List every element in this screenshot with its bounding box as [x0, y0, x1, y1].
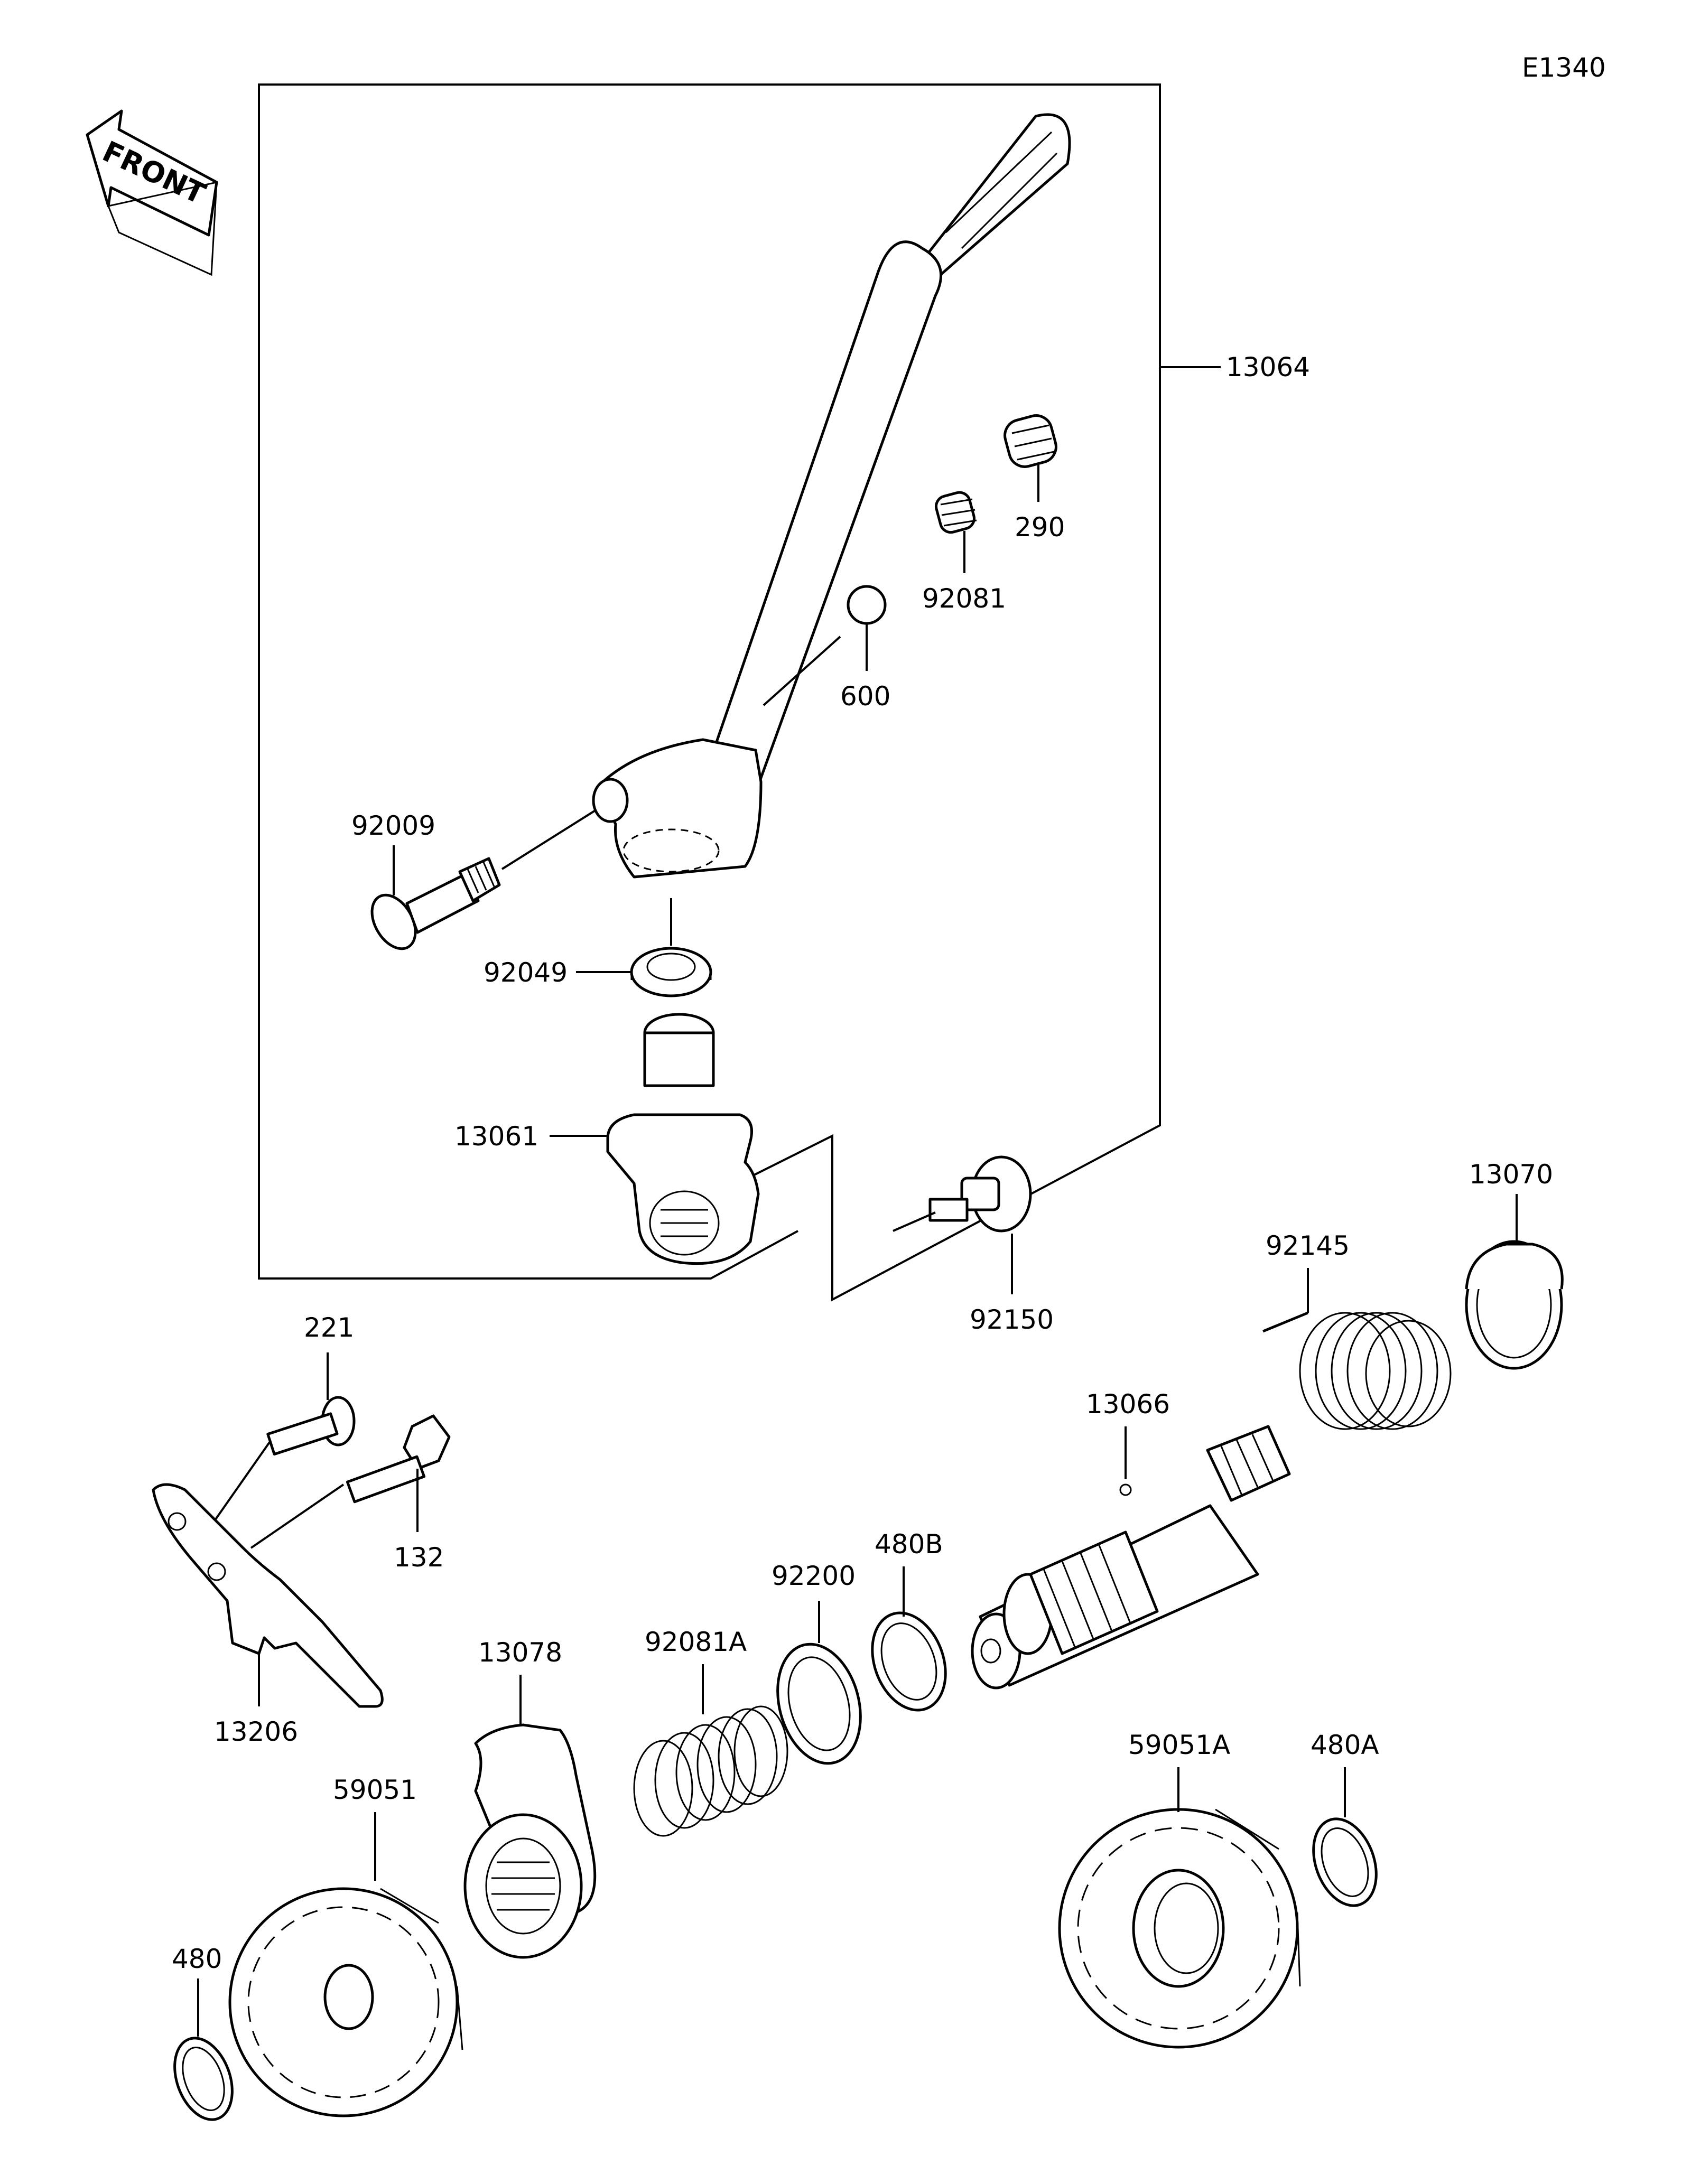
set-screw-290 [1004, 414, 1057, 468]
label-13206: 13206 [214, 1716, 298, 1747]
ratchet-13078 [463, 1723, 597, 1959]
screw-221 [266, 1396, 356, 1456]
gear-59051A [1058, 1808, 1301, 2049]
bolt-132 [346, 1414, 451, 1504]
label-221: 221 [304, 1312, 354, 1343]
label-13078: 13078 [478, 1637, 562, 1668]
label-92145: 92145 [1266, 1230, 1350, 1261]
label-92049: 92049 [484, 957, 568, 988]
collar-13070 [1465, 1240, 1564, 1370]
bolt-92009 [370, 857, 501, 950]
circlip-480 [173, 2037, 234, 2121]
label-59051A: 59051A [1128, 1730, 1230, 1760]
label-13066: 13066 [1086, 1389, 1170, 1420]
front-arrow-icon: FRONT [86, 109, 218, 276]
label-92200: 92200 [772, 1561, 856, 1591]
bolt-92150 [928, 1155, 1032, 1233]
label-13070: 13070 [1469, 1159, 1553, 1190]
kick-boss-13061 [606, 1013, 760, 1265]
diagram-code: E1340 [1522, 52, 1606, 83]
steel-ball-600 [847, 585, 887, 625]
label-600: 600 [840, 681, 890, 712]
label-92081: 92081 [922, 583, 1006, 614]
label-59051: 59051 [333, 1775, 417, 1805]
label-480: 480 [172, 1944, 222, 1974]
assembly-box [258, 83, 1161, 1280]
label-92081A: 92081A [645, 1627, 747, 1657]
label-92009: 92009 [351, 810, 435, 841]
label-13061: 13061 [454, 1121, 538, 1152]
plate-13206 [152, 1483, 384, 1708]
label-92150: 92150 [970, 1304, 1054, 1335]
kick-pedal-lever [592, 113, 1071, 879]
label-132: 132 [394, 1542, 444, 1573]
label-290: 290 [1015, 512, 1065, 543]
spring-92081 [935, 491, 977, 534]
washer-92049 [630, 947, 712, 997]
label-480B: 480B [875, 1529, 943, 1560]
label-480A: 480A [1311, 1730, 1379, 1760]
circlip-480A [1312, 1817, 1378, 1907]
washer-92200 [776, 1642, 862, 1765]
kick-shaft-13066 [971, 1425, 1291, 1690]
spring-92145 [1262, 1311, 1452, 1430]
gear-59051 [228, 1887, 463, 2117]
circlip-480B [871, 1611, 947, 1712]
spring-92081A [633, 1705, 788, 1837]
label-13064: 13064 [1226, 352, 1310, 382]
